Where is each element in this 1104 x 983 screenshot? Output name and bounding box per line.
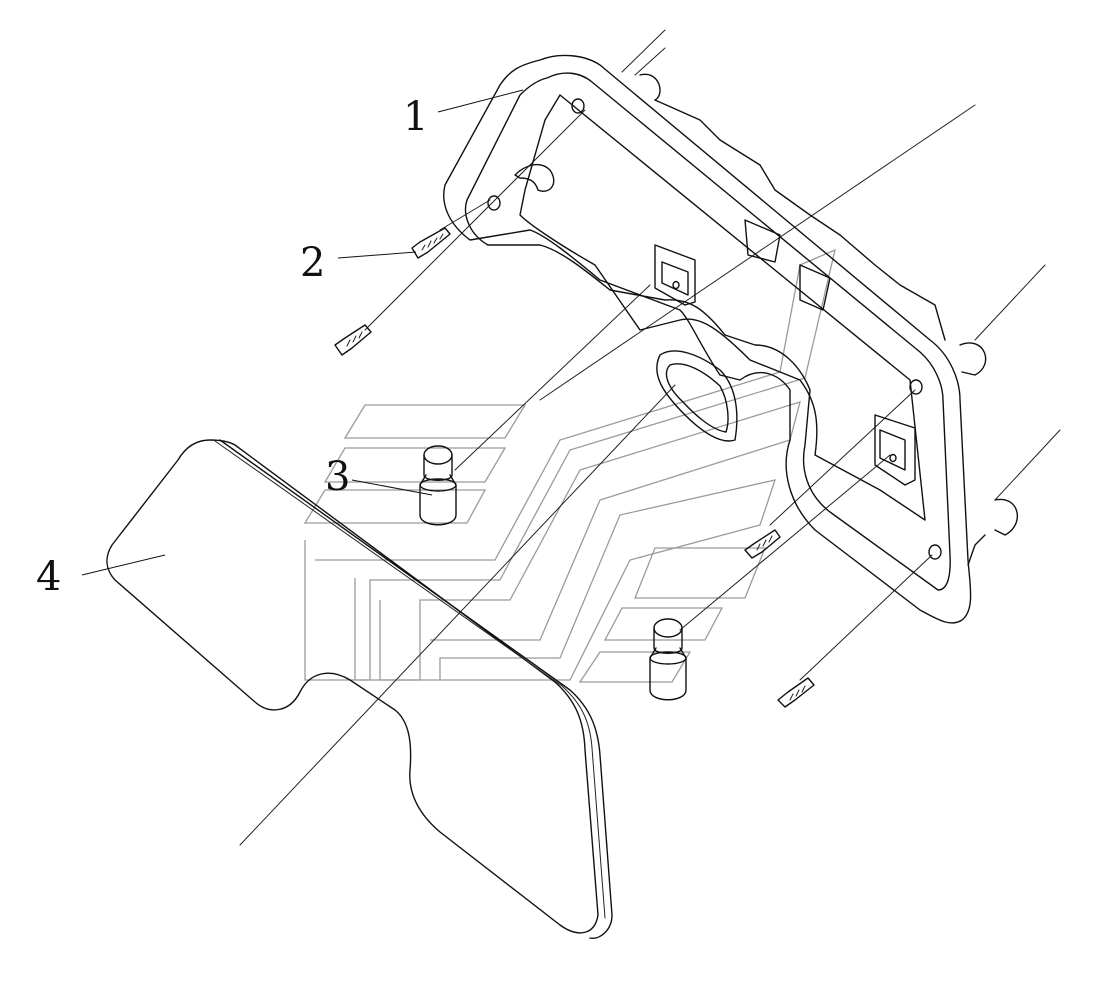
axis-line-diag-long xyxy=(539,104,976,401)
axis-line-lower-long xyxy=(239,384,676,846)
ghost-construction-lines xyxy=(239,29,1061,846)
callout-1: 1 xyxy=(403,94,428,140)
ghost-strip-4 xyxy=(634,547,766,599)
mount-hole-top xyxy=(571,98,585,114)
leader-3 xyxy=(351,479,433,496)
keyhole-slot xyxy=(514,163,555,192)
frame-center-grip-inner xyxy=(665,363,729,433)
frame-back-boss-top xyxy=(639,73,661,101)
screw-right-mid xyxy=(744,529,781,559)
frame-right-boss-2 xyxy=(994,498,1018,536)
axis-line-knob-1 xyxy=(454,284,651,471)
cover-plate-edge xyxy=(219,439,613,939)
axis-line-screw-mid xyxy=(769,389,916,526)
frame-clip-right xyxy=(799,264,831,311)
cover-plate xyxy=(106,439,613,939)
screw-right-lower xyxy=(777,677,815,708)
frame-back-ridge xyxy=(654,99,946,341)
axis-line-screw-lower xyxy=(799,554,933,681)
mount-hole-right-upper xyxy=(909,379,923,395)
frame-right-boss-3 xyxy=(967,534,986,566)
callout-3: 3 xyxy=(325,454,350,500)
ghost-chevron-outer xyxy=(304,248,836,681)
frame-rect-slot xyxy=(744,219,781,263)
mount-hole-right-lower xyxy=(928,544,942,560)
ghost-strip-1 xyxy=(343,404,527,439)
switch-holder-left xyxy=(654,244,696,306)
cover-plate-front xyxy=(106,439,599,934)
callout-2: 2 xyxy=(300,240,325,286)
switch-holder-right xyxy=(874,414,916,486)
axis-line-right-upper xyxy=(974,264,1046,341)
axis-line-knob-2 xyxy=(679,454,891,631)
ghost-chevron-inner xyxy=(379,479,776,681)
axis-line-screw-2b xyxy=(439,199,491,231)
axis-line-top xyxy=(621,29,666,73)
ghost-strip-5 xyxy=(603,607,724,641)
knob-right xyxy=(649,618,687,701)
axis-line-right-lower xyxy=(994,429,1061,501)
mount-hole-left xyxy=(487,195,501,211)
cover-plate-edge-inner xyxy=(214,440,606,919)
frame-right-boss-1 xyxy=(959,342,987,376)
frame-housing xyxy=(443,54,1018,624)
frame-inner-floor xyxy=(519,94,926,521)
ghost-chevron-mid xyxy=(354,401,801,681)
axis-line-top-2 xyxy=(634,47,666,76)
axis-line-screw-2a xyxy=(364,109,586,331)
ghost-strip-6 xyxy=(578,651,692,683)
knob-left xyxy=(419,445,457,526)
leader-1 xyxy=(437,89,524,113)
leader-4 xyxy=(81,554,166,576)
ghost-strip-2 xyxy=(323,447,507,483)
callout-4: 4 xyxy=(36,554,61,600)
screw-left-lower xyxy=(334,324,372,356)
screw-left-upper xyxy=(411,227,451,259)
frame-center-grip xyxy=(656,350,738,442)
leader-2 xyxy=(337,251,417,259)
frame-inner-rim xyxy=(464,72,951,591)
frame-outer-flange xyxy=(443,54,972,624)
